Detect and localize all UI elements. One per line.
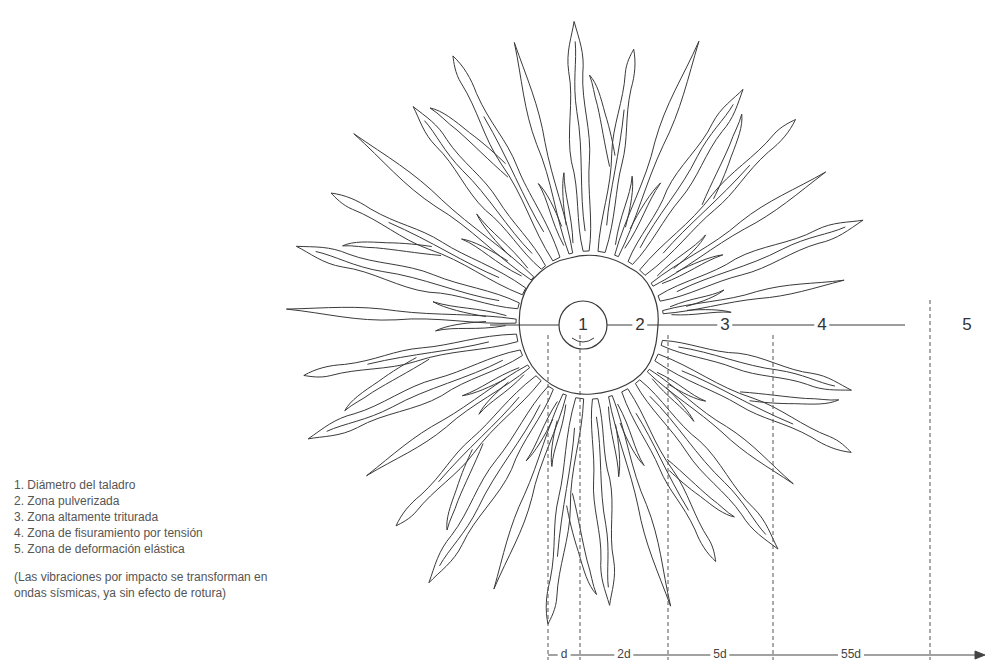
drill-hole-arc	[572, 338, 594, 342]
dimension-label: d	[558, 648, 571, 661]
dimension-label: 5d	[710, 648, 729, 661]
tension-cracks	[286, 21, 870, 630]
dimension-guides	[548, 300, 930, 660]
zone-description: 3. Zona altamente triturada	[14, 510, 158, 524]
callout-number: 3	[717, 316, 732, 335]
zone-description: 5. Zona de deformación elástica	[14, 542, 185, 556]
dimension-label: 2d	[614, 648, 633, 661]
drill-hole	[559, 301, 607, 349]
dimension-label: 55d	[838, 648, 864, 661]
zone-description: 2. Zona pulverizada	[14, 494, 119, 508]
callout-number: 4	[814, 316, 829, 335]
note-text: (Las vibraciones por impacto se transfor…	[14, 570, 284, 601]
zone-description: 1. Diámetro del taladro	[14, 478, 135, 492]
callout-number: 5	[959, 316, 974, 335]
axis-line	[490, 325, 905, 326]
zone-description: 4. Zona de fisuramiento por tensión	[14, 526, 203, 540]
callout-number: 1	[575, 316, 590, 335]
callout-number: 2	[632, 316, 647, 335]
